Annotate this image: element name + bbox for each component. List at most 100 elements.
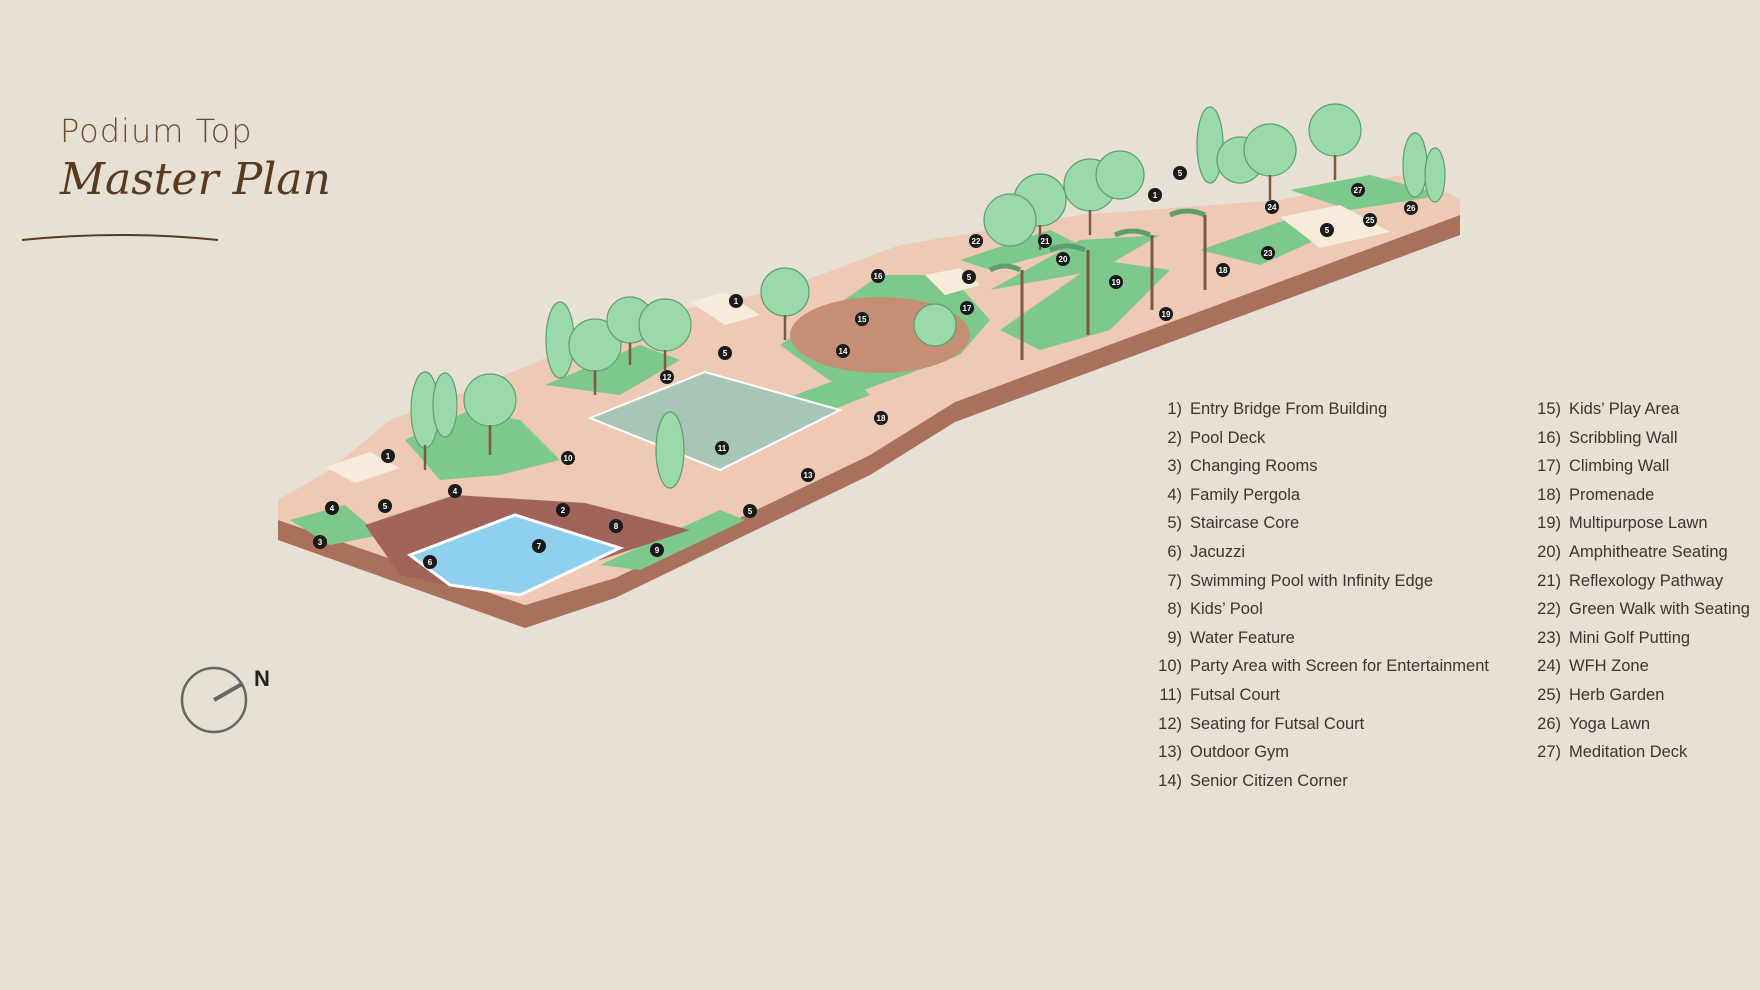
- legend-label: Staircase Core: [1190, 514, 1300, 533]
- map-marker: 5: [718, 346, 732, 360]
- marker-dot: [1056, 252, 1070, 266]
- map-marker: 25: [1363, 213, 1377, 227]
- legend-number: 22): [1537, 600, 1561, 619]
- map-marker: 15: [855, 312, 869, 326]
- marker-number: 17: [963, 304, 972, 313]
- marker-number: 16: [874, 272, 883, 281]
- legend-item: 25)Herb Garden: [1521, 686, 1750, 715]
- legend-number: 13): [1158, 743, 1182, 762]
- legend-item: 9)Water Feature: [1142, 629, 1489, 658]
- legend-label: Party Area with Screen for Entertainment: [1190, 657, 1489, 676]
- marker-dot: [1265, 200, 1279, 214]
- legend-label: Multipurpose Lawn: [1569, 514, 1708, 533]
- marker-dot: [313, 535, 327, 549]
- map-marker: 8: [609, 519, 623, 533]
- title-underline: [21, 234, 219, 241]
- legend-number: 27): [1537, 743, 1561, 762]
- map-marker: 18: [874, 411, 888, 425]
- marker-dot: [1148, 188, 1162, 202]
- map-marker: 22: [969, 234, 983, 248]
- title-block: Podium Top Master Plan: [60, 112, 331, 205]
- legend-item: 6)Jacuzzi: [1142, 543, 1489, 572]
- marker-dot: [609, 519, 623, 533]
- podium-top: [278, 172, 1460, 605]
- marker-number: 18: [1219, 266, 1228, 275]
- legend-number: 7): [1167, 571, 1182, 590]
- marker-dot: [874, 411, 888, 425]
- map-marker: 5: [1320, 223, 1334, 237]
- marker-number: 23: [1264, 249, 1273, 258]
- map-marker: 1: [729, 294, 743, 308]
- map-marker: 24: [1265, 200, 1279, 214]
- marker-dot: [718, 346, 732, 360]
- marker-number: 5: [748, 507, 753, 516]
- north-label: N: [254, 666, 270, 691]
- legend-label: Changing Rooms: [1190, 457, 1318, 476]
- map-marker: 20: [1056, 252, 1070, 266]
- legend-label: Outdoor Gym: [1190, 743, 1290, 762]
- legend-label: Climbing Wall: [1569, 457, 1670, 476]
- legend-number: 9): [1167, 628, 1182, 647]
- legend-item: 16)Scribbling Wall: [1521, 429, 1750, 458]
- legend-label: Futsal Court: [1190, 685, 1280, 704]
- legend-number: 15): [1537, 400, 1561, 418]
- legend-label: Herb Garden: [1569, 685, 1665, 704]
- legend-item: 2)Pool Deck: [1142, 429, 1489, 458]
- legend-item: 21)Reflexology Pathway: [1521, 572, 1750, 601]
- marker-dot: [962, 270, 976, 284]
- marker-number: 5: [967, 273, 972, 282]
- map-marker: 13: [801, 468, 815, 482]
- map-marker: 5: [743, 504, 757, 518]
- marker-dot: [801, 468, 815, 482]
- marker-dot: [381, 449, 395, 463]
- legend-item: 26)Yoga Lawn: [1521, 715, 1750, 744]
- map-marker: 14: [836, 344, 850, 358]
- legend-item: 11) Futsal Court: [1142, 686, 1489, 715]
- legend-item: 15) Kids’ Play Area: [1521, 400, 1750, 429]
- title-line1: Podium Top: [60, 112, 253, 150]
- marker-number: 5: [383, 502, 388, 511]
- legend-number: 5): [1167, 514, 1182, 533]
- marker-number: 13: [804, 471, 813, 480]
- legend-number: 19): [1537, 514, 1561, 533]
- marker-number: 27: [1354, 186, 1363, 195]
- legend-label: Entry Bridge From Building: [1190, 400, 1388, 418]
- legend-number: 8): [1167, 600, 1182, 619]
- legend-number: 23): [1537, 628, 1561, 647]
- map-marker: 10: [561, 451, 575, 465]
- marker-dot: [1261, 246, 1275, 260]
- marker-dot: [969, 234, 983, 248]
- marker-number: 4: [453, 487, 458, 496]
- map-marker: 5: [378, 499, 392, 513]
- legend-item: 27)Meditation Deck: [1521, 743, 1750, 772]
- map-marker: 19: [1109, 275, 1123, 289]
- marker-number: 15: [858, 315, 867, 324]
- marker-dot: [836, 344, 850, 358]
- marker-number: 22: [972, 237, 981, 246]
- marker-number: 2: [561, 506, 566, 515]
- marker-dot: [1038, 234, 1052, 248]
- legend-label: WFH Zone: [1569, 657, 1649, 676]
- legend-item: 13) Outdoor Gym: [1142, 743, 1489, 772]
- map-marker: 17: [960, 301, 974, 315]
- map-marker: 18: [1216, 263, 1230, 277]
- marker-dot: [1363, 213, 1377, 227]
- map-marker: 23: [1261, 246, 1275, 260]
- map-marker: 1: [1148, 188, 1162, 202]
- marker-number: 7: [537, 542, 542, 551]
- trees: [410, 103, 1446, 489]
- podium-side: [278, 215, 1460, 628]
- legend-number: 11): [1159, 685, 1182, 704]
- map-marker: 3: [313, 535, 327, 549]
- marker-number: 12: [663, 373, 672, 382]
- marker-dot: [561, 451, 575, 465]
- lawns: [290, 175, 1445, 570]
- marker-dot: [729, 294, 743, 308]
- legend-label: Kids’ Play Area: [1569, 400, 1680, 418]
- north-compass-icon: [180, 666, 248, 734]
- legend-item: 12)Seating for Futsal Court: [1142, 715, 1489, 744]
- legend-item: 10)Party Area with Screen for Entertainm…: [1142, 657, 1489, 686]
- marker-number: 1: [1153, 191, 1158, 200]
